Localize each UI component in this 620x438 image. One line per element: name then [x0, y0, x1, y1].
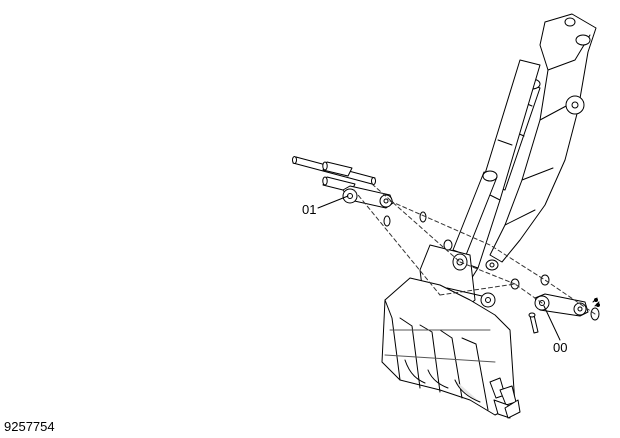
bolt-pin: [528, 312, 539, 334]
leader-line-00: [543, 305, 561, 341]
bucket: [381, 277, 521, 419]
link-part-00: [534, 293, 589, 317]
drawing-number: 9257754: [4, 419, 55, 434]
leader-line-01: [317, 195, 349, 209]
callout-part-01: 01: [302, 202, 317, 217]
center-lines: [353, 183, 596, 315]
callout-part-00: 00: [553, 340, 568, 355]
leader-lines: [317, 195, 561, 341]
boom: [489, 13, 597, 263]
link-part-01: [342, 185, 394, 209]
bucket-cylinder: [452, 170, 498, 256]
